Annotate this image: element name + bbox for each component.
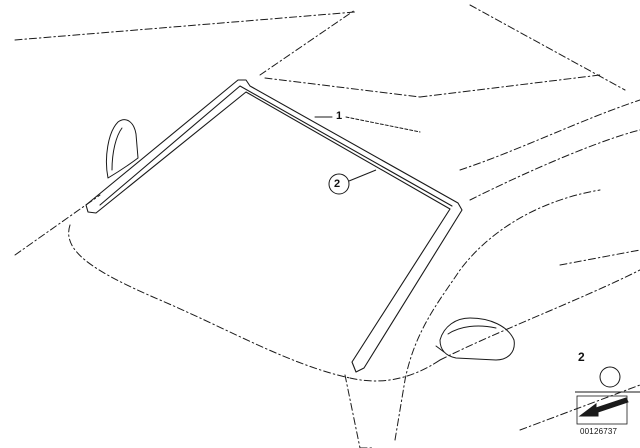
arrow-icon: [576, 395, 629, 425]
callout-label-seal: 2: [334, 178, 341, 190]
seal-legend-glyph: [575, 366, 640, 425]
windscreen-seal: [85, 79, 463, 373]
callout-label-windscreen: 1: [336, 110, 343, 122]
right-mirror: [435, 317, 515, 361]
car-body-outline: [14, 4, 640, 448]
legend-number: 2: [578, 350, 585, 364]
left-mirror: [105, 119, 139, 179]
leader-line-1b: [345, 116, 421, 133]
leader-line-2: [348, 169, 377, 182]
drawing-code: 00126737: [580, 427, 618, 436]
callout-circle-2: [328, 173, 350, 195]
